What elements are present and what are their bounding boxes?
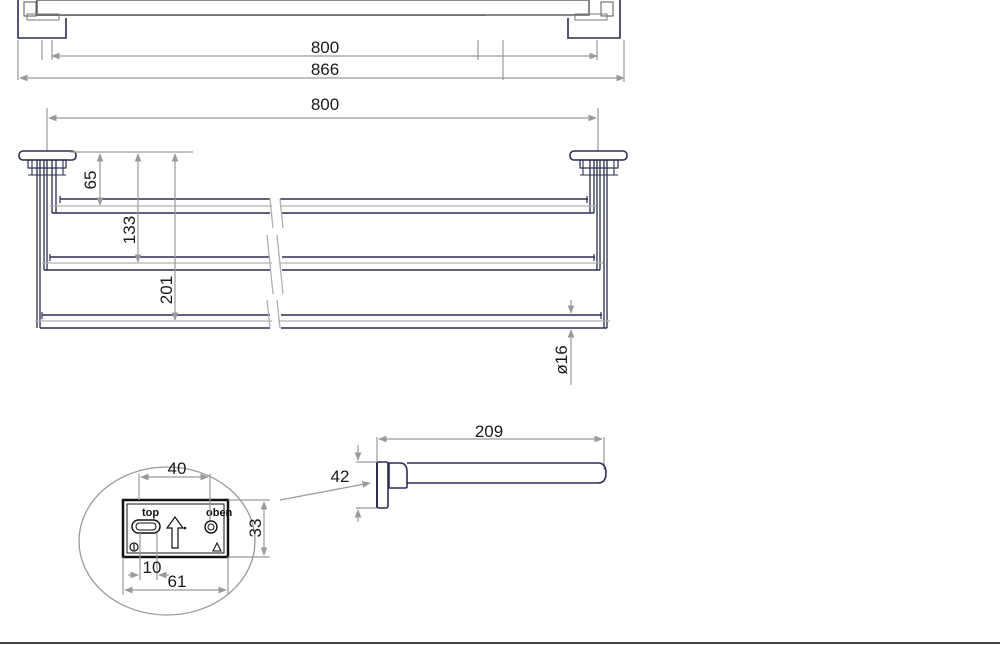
right-wall-plate bbox=[569, 150, 628, 161]
recycle-icon bbox=[212, 541, 222, 552]
dim-bar3-201: 201 bbox=[157, 276, 176, 304]
towel-bar-1 bbox=[50, 196, 596, 214]
slot-icon bbox=[131, 519, 161, 534]
dim-hole-40: 40 bbox=[168, 459, 187, 478]
up-arrow-icon bbox=[165, 515, 185, 549]
detail-circle bbox=[78, 466, 256, 616]
front-view: 800 bbox=[18, 95, 628, 385]
screw-hole-icon bbox=[204, 520, 218, 534]
label-top: top bbox=[142, 507, 159, 519]
side-view: 209 42 bbox=[279, 422, 607, 522]
dim-height-33: 33 bbox=[246, 519, 265, 538]
right-bracket-top bbox=[567, 0, 621, 39]
dim-height-42: 42 bbox=[331, 467, 350, 486]
top-view: 800 866 bbox=[17, 0, 625, 82]
dim-depth-209: 209 bbox=[475, 422, 503, 441]
dim-front-800: 800 bbox=[311, 95, 339, 114]
dim-diameter-16: ø16 bbox=[552, 345, 571, 374]
label-oben: oben bbox=[206, 507, 233, 519]
left-wall-plate bbox=[18, 150, 77, 161]
dim-slot-10: 10 bbox=[143, 558, 162, 577]
towel-bar-3 bbox=[35, 312, 610, 329]
dim-bar2-133: 133 bbox=[120, 216, 139, 244]
towel-bar-2 bbox=[42, 254, 603, 271]
left-bracket-top bbox=[17, 0, 67, 39]
dim-bar1-65: 65 bbox=[81, 171, 100, 190]
dim-width-61: 61 bbox=[168, 572, 187, 591]
dim-top-800: 800 bbox=[311, 38, 339, 57]
dim-top-866: 866 bbox=[311, 60, 339, 79]
detail-view: top oben 40 33 10 61 bbox=[78, 459, 270, 616]
info-icon bbox=[129, 542, 139, 552]
side-wall-plate bbox=[376, 461, 389, 509]
break-marks bbox=[266, 198, 284, 329]
